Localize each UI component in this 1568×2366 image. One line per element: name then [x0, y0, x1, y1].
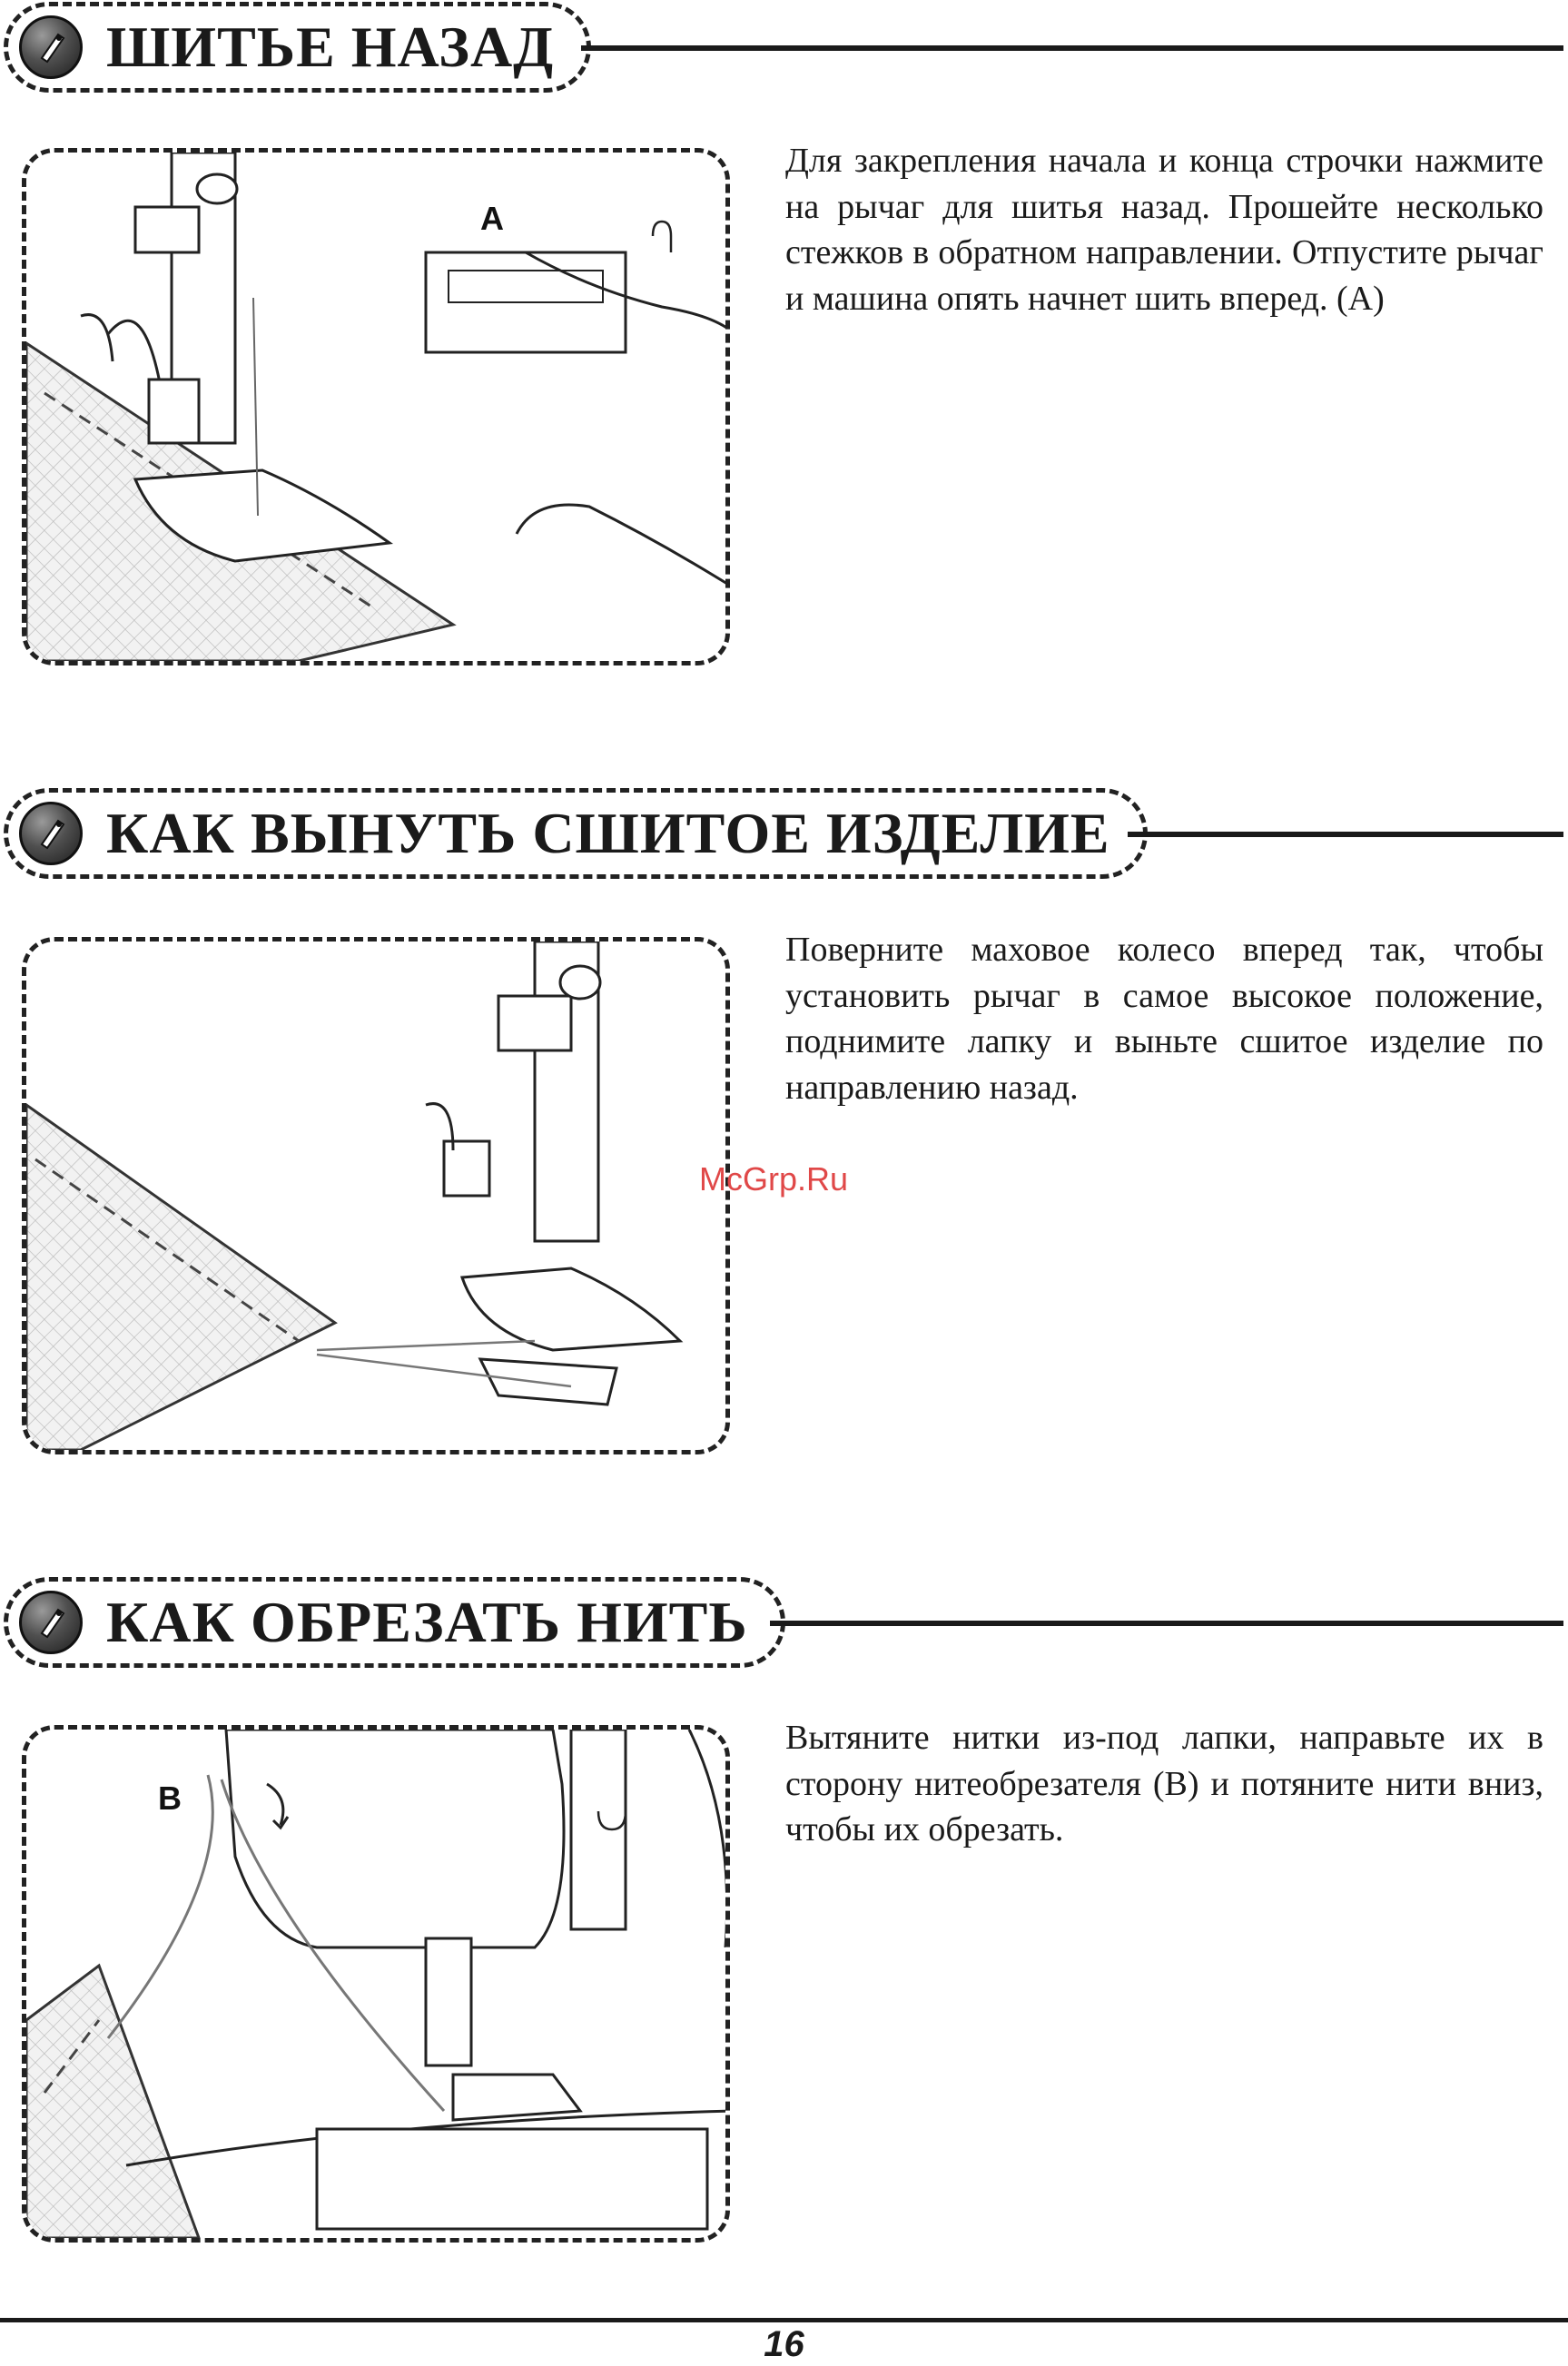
- header-rule: [1128, 832, 1563, 837]
- section-text: Для закрепления начала и конца строчки н…: [785, 142, 1543, 318]
- needle-badge-icon: [19, 802, 83, 865]
- section-text: Вытяните нитки из-под лапки, направьте и…: [785, 1719, 1543, 1848]
- figure-cut-thread: B: [22, 1725, 730, 2243]
- section-title: ШИТЬЕ НАЗАД: [106, 15, 555, 79]
- header-rule: [581, 45, 1563, 51]
- figure-backstitch: A: [22, 148, 730, 665]
- section-title: КАК ВЫНУТЬ СШИТОЕ ИЗДЕЛИЕ: [106, 801, 1110, 865]
- header-pill: КАК ОБРЕЗАТЬ НИТЬ: [4, 1577, 785, 1668]
- section-text: Поверните маховое колесо вперед так, что…: [785, 931, 1543, 1107]
- curved-arrow-icon: [266, 1782, 285, 1826]
- watermark: McGrp.Ru: [699, 1160, 849, 1198]
- section-title: КАК ОБРЕЗАТЬ НИТЬ: [106, 1590, 748, 1654]
- header-pill: КАК ВЫНУТЬ СШИТОЕ ИЗДЕЛИЕ: [4, 788, 1148, 879]
- reverse-arrow-icon: [651, 220, 673, 252]
- footer-rule: [0, 2318, 1568, 2322]
- callout-label: A: [480, 200, 504, 237]
- figure-remove-fabric: [22, 937, 730, 1454]
- reverse-arrow-icon: [597, 1810, 627, 1831]
- needle-badge-icon: [19, 15, 83, 79]
- header-rule: [770, 1621, 1563, 1626]
- page-number: 16: [764, 2324, 804, 2364]
- header-pill: ШИТЬЕ НАЗАД: [4, 2, 592, 93]
- callout-label: B: [158, 1779, 182, 1817]
- needle-badge-icon: [19, 1591, 83, 1654]
